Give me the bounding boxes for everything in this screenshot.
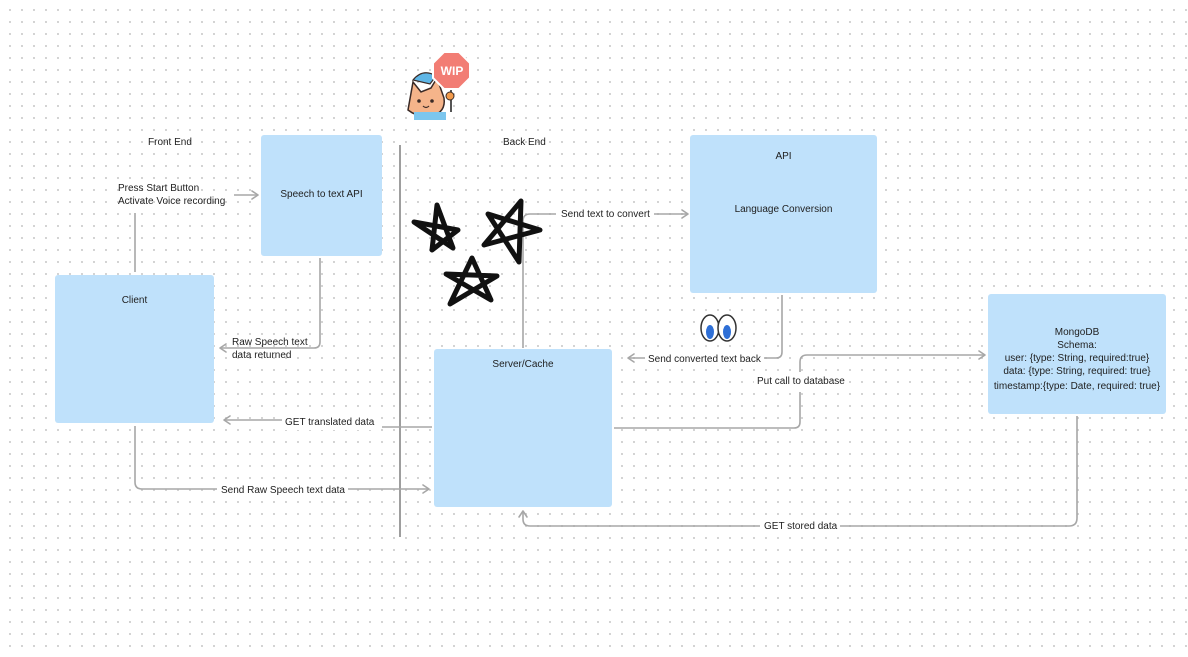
arrowhead <box>518 510 528 518</box>
connector-server-up <box>522 213 556 348</box>
press-start-line-2: Activate Voice recording <box>118 196 226 207</box>
connector-send-raw <box>134 426 217 490</box>
arrowhead <box>223 415 231 425</box>
speech-api-label: Speech to text API <box>280 189 363 200</box>
client-box[interactable]: Client <box>55 275 214 423</box>
front-end-label: Front End <box>148 137 192 148</box>
get-translated-label: GET translated data <box>282 415 378 430</box>
mongodb-title: MongoDB <box>1054 327 1100 338</box>
speech-to-text-api-box[interactable]: Speech to text API <box>261 135 382 256</box>
send-converted-label: Send converted text back <box>645 352 764 367</box>
arrowhead <box>219 343 227 353</box>
send-text-label: Send text to convert <box>558 207 653 222</box>
api-title: API <box>775 151 792 162</box>
connector-raw-speech <box>221 258 321 349</box>
server-cache-box[interactable]: Server/Cache <box>434 349 612 507</box>
mongodb-data-field: data: {type: String, required: true} <box>1003 366 1151 377</box>
arrowhead <box>627 353 635 363</box>
api-box[interactable]: API Language Conversion <box>690 135 877 293</box>
press-start-label: Press Start Button Activate Voice record… <box>115 181 228 209</box>
arrowhead <box>251 190 259 200</box>
mongodb-user-field: user: {type: String, required:true} <box>1004 353 1150 364</box>
api-subtitle: Language Conversion <box>734 204 833 215</box>
arrowhead <box>978 350 986 360</box>
server-label: Server/Cache <box>492 359 554 370</box>
arrowhead <box>422 484 430 494</box>
connector-get-stored-2 <box>522 512 760 527</box>
put-call-label: Put call to database <box>754 374 848 389</box>
mongodb-box[interactable]: MongoDB Schema: user: {type: String, req… <box>988 294 1166 414</box>
back-end-label: Back End <box>503 137 546 148</box>
connector-converted-back <box>762 295 783 359</box>
arrowhead <box>681 209 689 219</box>
get-stored-label: GET stored data <box>761 519 841 534</box>
connector-put-call <box>614 392 801 429</box>
mongodb-schema-label: Schema: <box>1057 340 1097 351</box>
send-raw-label: Send Raw Speech text data <box>218 483 348 498</box>
client-label: Client <box>121 295 148 306</box>
raw-speech-line-2: data returned <box>232 350 292 361</box>
press-start-line-1: Press Start Button <box>118 183 200 194</box>
raw-speech-line-1: Raw Speech text <box>232 337 308 348</box>
raw-speech-label: Raw Speech text data returned <box>229 335 311 363</box>
connector-put-call-2 <box>799 354 984 372</box>
connector-get-stored <box>840 416 1078 527</box>
mongodb-timestamp-field: timestamp:{type: Date, required: true} <box>993 381 1161 392</box>
